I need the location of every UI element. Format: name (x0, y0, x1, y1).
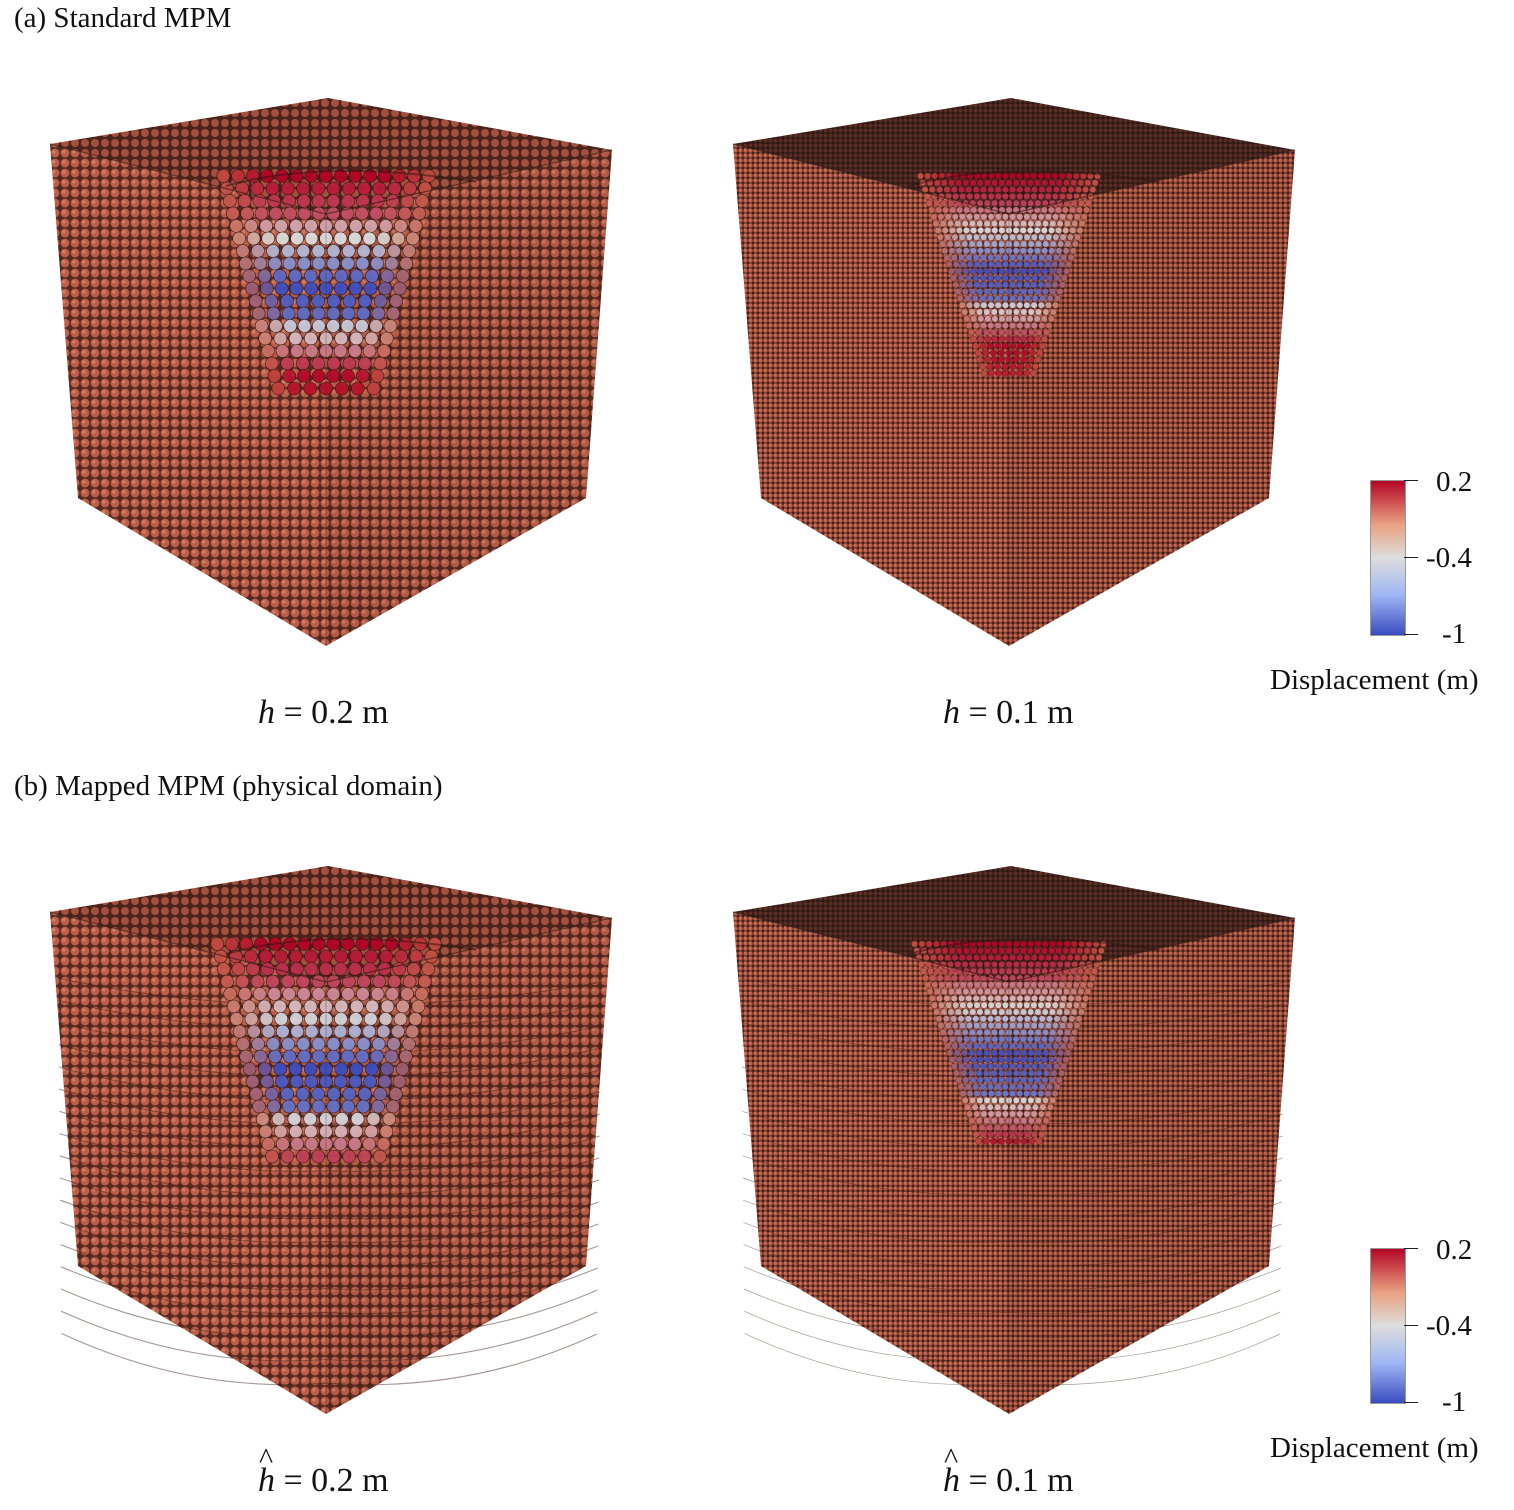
caption-standard-coarse: h = 0.2 m (258, 694, 389, 732)
caption-variable: h (258, 694, 275, 731)
cube-right-face (1009, 150, 1295, 646)
cube-edges (733, 143, 1296, 646)
colorbar-gradient (1370, 480, 1406, 636)
cube-top-face (733, 98, 1295, 214)
colorbar-tick (1404, 1325, 1418, 1326)
displacement-zone (917, 172, 1101, 377)
colorbar-tick (1404, 1402, 1418, 1403)
cube-edges (50, 143, 613, 646)
surface-depression-edge (908, 937, 1160, 955)
cube-left-face (733, 912, 1009, 1414)
caption-value: = 0.2 m (283, 1462, 389, 1499)
section-b-title: (b) Mapped MPM (physical domain) (14, 770, 443, 802)
section-a-title: (a) Standard MPM (14, 2, 232, 34)
cube-edges (733, 911, 1296, 1414)
cube-top-face (50, 98, 612, 214)
displacement-zone (210, 937, 442, 1164)
colorbar-title: Displacement (m) (1270, 664, 1479, 696)
surface-depression-edge (908, 169, 1160, 187)
cube-right-face (1009, 918, 1295, 1414)
colorbar-tick (1404, 480, 1418, 481)
hat-accent: ^ (259, 1442, 274, 1475)
colorbar-label-mid: -0.4 (1426, 542, 1472, 574)
caption-variable-hat: ^h (258, 1442, 275, 1499)
colorbar-label-max: 0.2 (1436, 1234, 1473, 1266)
caption-mapped-fine: ^h = 0.1 m (943, 1442, 1074, 1500)
colorbar-label-mid: -0.4 (1426, 1310, 1472, 1342)
caption-variable-hat: ^h (943, 1442, 960, 1499)
cube-left-face (50, 144, 326, 646)
colorbar-label-max: 0.2 (1436, 466, 1473, 498)
cube-edges (50, 911, 613, 1414)
displacement-zone (216, 169, 436, 396)
caption-value: = 0.1 m (968, 694, 1074, 731)
colorbar-b: 0.2 -0.4 -1 Displacement (m) (1270, 1236, 1514, 1488)
caption-value: = 0.2 m (283, 694, 389, 731)
particle-cube-standard-fine (733, 98, 1296, 646)
cube-top-face (733, 866, 1295, 982)
panel-mapped-fine (733, 866, 1303, 1418)
colorbar-tick (1404, 1248, 1418, 1249)
hat-accent: ^ (944, 1442, 959, 1475)
particle-cube-mapped-coarse (50, 866, 613, 1414)
particle-cube-mapped-fine (733, 866, 1296, 1414)
surface-depression-edge (225, 937, 477, 955)
caption-standard-fine: h = 0.1 m (943, 694, 1074, 732)
cube-left-face (733, 144, 1009, 646)
displacement-zone (911, 940, 1107, 1145)
particle-cube-standard-coarse (50, 98, 613, 646)
colorbar-label-min: -1 (1442, 1386, 1467, 1418)
caption-variable: h (943, 694, 960, 731)
colorbar-gradient (1370, 1248, 1406, 1404)
colorbar-tick (1404, 634, 1418, 635)
caption-mapped-coarse: ^h = 0.2 m (258, 1442, 389, 1500)
colorbar-a: 0.2 -0.4 -1 Displacement (m) (1270, 468, 1514, 720)
caption-value: = 0.1 m (968, 1462, 1074, 1499)
colorbar-title: Displacement (m) (1270, 1432, 1479, 1464)
panel-mapped-coarse (50, 866, 620, 1418)
surface-depression-edge (225, 169, 477, 187)
cube-top-face (50, 866, 612, 982)
panel-standard-coarse (50, 98, 620, 650)
colorbar-label-min: -1 (1442, 618, 1467, 650)
panel-standard-fine (733, 98, 1303, 650)
colorbar-tick (1404, 557, 1418, 558)
